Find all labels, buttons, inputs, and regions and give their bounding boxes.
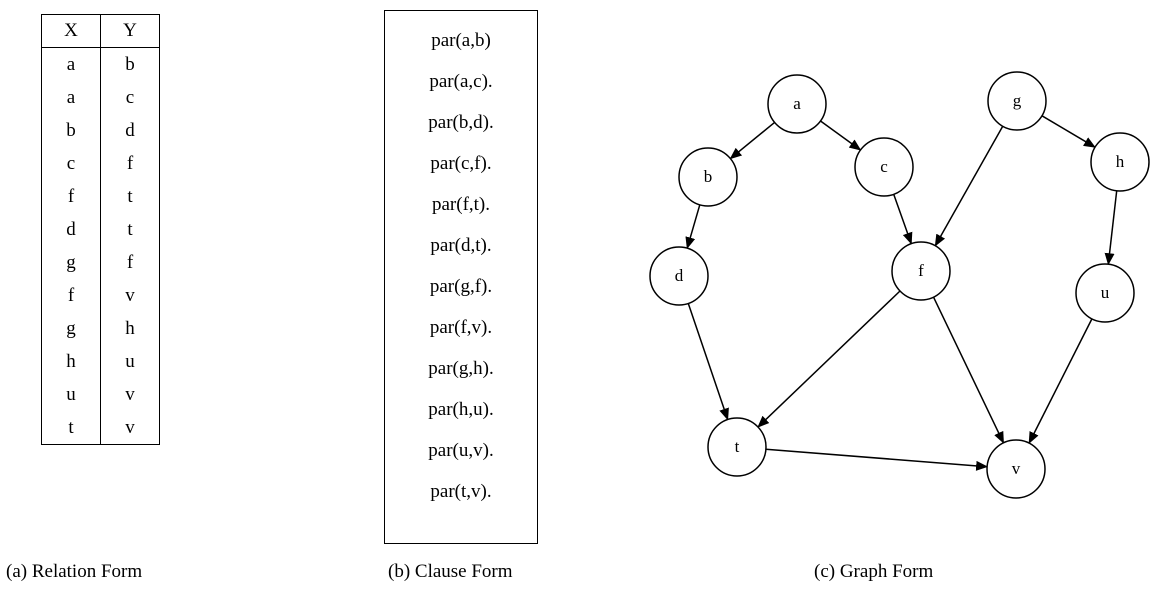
cell-y: v	[100, 378, 160, 411]
cell-x: u	[41, 378, 101, 411]
node-label: g	[1013, 91, 1022, 110]
node-circle	[986, 439, 1046, 499]
cell-y: f	[100, 147, 160, 180]
clause-item: par(f,v).	[429, 317, 493, 338]
node-a: a	[767, 74, 827, 134]
edge-b-d	[685, 204, 701, 250]
clause-item: par(b,d).	[428, 112, 494, 133]
node-c: c	[854, 137, 914, 197]
cell-x: b	[41, 114, 101, 147]
edge-h-u	[1104, 190, 1118, 266]
clause-item: par(u,v).	[428, 440, 494, 461]
node-label: c	[880, 157, 888, 176]
cell-x: f	[41, 180, 101, 213]
caption-relation-form: (a) Relation Form	[6, 561, 143, 582]
clause-item: par(c,f).	[430, 153, 492, 174]
column-header-y: Y	[100, 14, 160, 48]
cell-x: f	[41, 279, 101, 312]
node-u: u	[1075, 263, 1135, 323]
cell-y: t	[100, 213, 160, 246]
clause-item: par(h,u).	[428, 399, 494, 420]
node-label: f	[918, 261, 924, 280]
node-v: v	[986, 439, 1046, 499]
cell-y: c	[100, 81, 160, 114]
edge-a-c	[820, 120, 862, 151]
caption-clause-form: (b) Clause Form	[388, 561, 513, 582]
node-circle	[891, 241, 951, 301]
clause-item: par(f,t).	[431, 194, 491, 215]
edge-f-t	[757, 290, 901, 428]
clause-box: par(a,b) par(a,c). par(b,d). par(c,f). p…	[384, 10, 538, 544]
cell-y: f	[100, 246, 160, 279]
edge-g-h	[1041, 115, 1096, 148]
cell-y: d	[100, 114, 160, 147]
edge-u-v	[1028, 318, 1093, 444]
cell-y: h	[100, 312, 160, 345]
clause-item: par(g,h).	[428, 358, 494, 379]
node-d: d	[649, 246, 709, 306]
node-label: d	[675, 266, 684, 285]
column-header-x: X	[41, 14, 101, 48]
cell-y: v	[100, 411, 160, 445]
node-circle	[854, 137, 914, 197]
node-circle	[707, 417, 767, 477]
cell-x: g	[41, 312, 101, 345]
cell-x: h	[41, 345, 101, 378]
caption-graph-form: (c) Graph Form	[814, 561, 934, 582]
edge-d-t	[687, 303, 729, 421]
node-label: t	[735, 437, 740, 456]
node-label: u	[1101, 283, 1110, 302]
edge-c-f	[892, 194, 913, 245]
node-circle	[649, 246, 709, 306]
node-t: t	[707, 417, 767, 477]
node-label: b	[704, 167, 713, 186]
cell-x: a	[41, 81, 101, 114]
node-label: a	[793, 94, 801, 113]
node-f: f	[891, 241, 951, 301]
node-h: h	[1090, 132, 1150, 192]
cell-x: c	[41, 147, 101, 180]
clause-item: par(a,c).	[429, 71, 493, 92]
cell-y: v	[100, 279, 160, 312]
node-label: h	[1116, 152, 1125, 171]
cell-x: d	[41, 213, 101, 246]
cell-y: u	[100, 345, 160, 378]
edge-g-f	[934, 125, 1004, 247]
edge-t-v	[765, 448, 989, 471]
cell-x: t	[41, 411, 101, 445]
node-label: v	[1012, 459, 1021, 478]
clause-item: par(a,b)	[431, 30, 491, 51]
cell-y: t	[100, 180, 160, 213]
clause-item: par(g,f).	[429, 276, 493, 297]
edge-f-v	[932, 296, 1005, 444]
relation-header-row: X Y	[41, 14, 160, 48]
node-circle	[1090, 132, 1150, 192]
node-circle	[1075, 263, 1135, 323]
node-circle	[767, 74, 827, 134]
edge-a-b	[729, 121, 776, 160]
node-g: g	[987, 71, 1047, 131]
clause-item: par(d,t).	[430, 235, 492, 256]
node-circle	[678, 147, 738, 207]
cell-y: b	[100, 47, 160, 81]
cell-x: g	[41, 246, 101, 279]
clause-item: par(t,v).	[430, 481, 492, 502]
node-b: b	[678, 147, 738, 207]
cell-x: a	[41, 47, 101, 81]
node-circle	[987, 71, 1047, 131]
